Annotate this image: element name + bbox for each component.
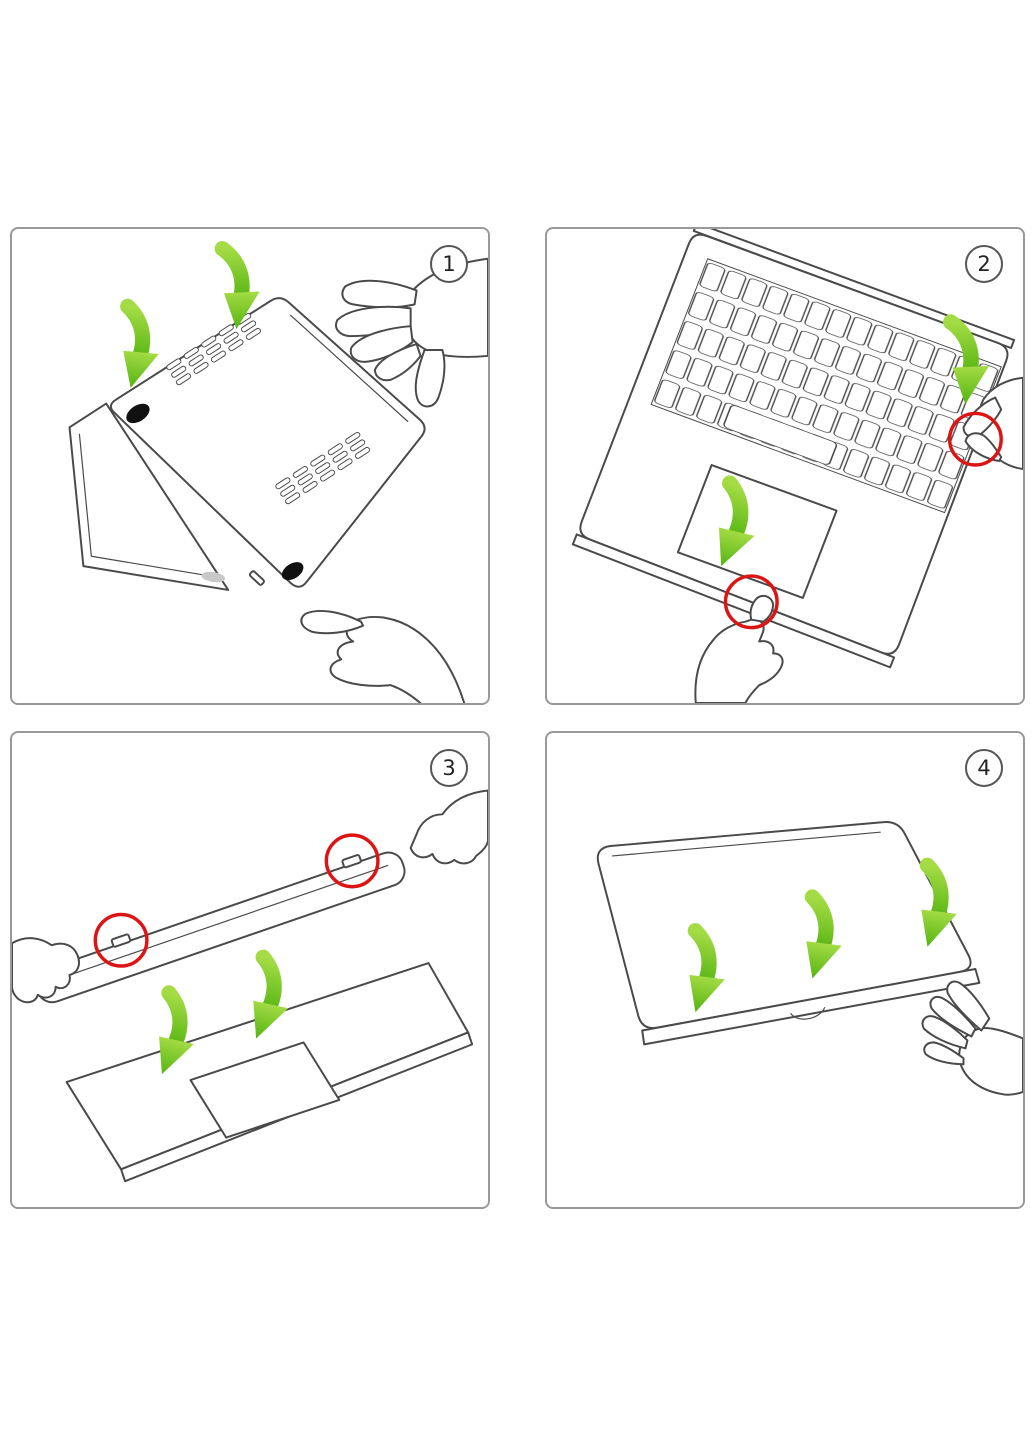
thumb-notch — [790, 1007, 826, 1020]
step-number: 3 — [442, 756, 456, 780]
step-panel-1: 1 — [10, 227, 490, 705]
trackpad — [189, 1041, 341, 1139]
screen-lid-inner-line — [78, 433, 211, 577]
step-panel-3: 3 — [10, 731, 490, 1209]
front-edge — [571, 533, 896, 669]
keyboard — [651, 259, 1001, 513]
logo-oval — [201, 571, 226, 583]
step-number-badge: 2 — [965, 245, 1003, 283]
clip-highlight-circle — [723, 574, 779, 630]
step-panel-4: 4 — [545, 731, 1025, 1209]
screen-lid — [68, 402, 230, 591]
rubber-foot — [126, 403, 150, 424]
step-number: 2 — [977, 252, 991, 276]
step-number: 4 — [977, 756, 991, 780]
step-1-illustration — [68, 229, 488, 703]
step-number: 1 — [442, 252, 456, 276]
clip-highlight-circle — [324, 833, 380, 889]
hand-left-hold — [12, 937, 80, 1004]
bottom-case — [109, 297, 426, 588]
closed-lid — [596, 821, 972, 1029]
hand-bottom-press — [694, 594, 784, 703]
clip-tab — [248, 570, 265, 586]
hand-lower — [300, 610, 466, 703]
rubber-foot — [281, 562, 304, 581]
step-number-badge: 3 — [430, 749, 468, 787]
lid-inner-line — [611, 831, 881, 857]
cover-shell — [34, 851, 406, 1004]
spacebar-key — [723, 405, 838, 465]
hand-right-pinch — [409, 789, 488, 865]
base-front-edge — [641, 968, 981, 1046]
clip-highlight-circle — [93, 912, 149, 968]
hand-right-hold — [921, 980, 1023, 1096]
step-number-badge: 1 — [430, 245, 468, 283]
clip-highlight-circle — [947, 411, 1003, 467]
clip-tab — [341, 854, 362, 869]
step-4-illustration — [596, 821, 1023, 1096]
trackpad — [676, 464, 838, 599]
step-panel-2: 2 — [545, 227, 1025, 705]
hinge-vent-line — [290, 314, 409, 422]
step-3-illustration — [12, 789, 488, 1183]
clip-tab — [110, 933, 132, 948]
hand-right-pinch — [962, 376, 1023, 470]
step-number-badge: 4 — [965, 749, 1003, 787]
step-2-illustration — [571, 229, 1023, 703]
